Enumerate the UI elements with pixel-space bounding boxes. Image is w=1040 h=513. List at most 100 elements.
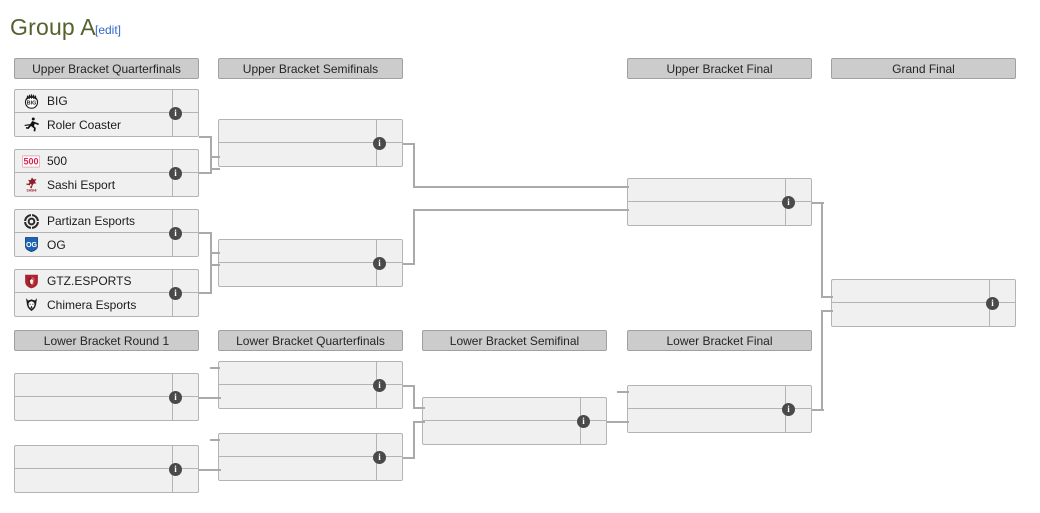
opponent-score bbox=[376, 385, 402, 408]
partizan-esports-logo bbox=[22, 212, 40, 230]
roler-coaster-logo bbox=[22, 116, 40, 134]
round-header-lbr1: Lower Bracket Round 1 bbox=[14, 330, 199, 351]
match-lbqf2[interactable]: i bbox=[218, 433, 403, 481]
connector-ubqf3-out bbox=[199, 232, 212, 234]
chimera-esports-logo bbox=[22, 296, 40, 314]
page-title: Group A bbox=[10, 14, 96, 40]
match-opponent-top[interactable] bbox=[15, 446, 198, 469]
connector-ubsf2-in-top bbox=[210, 264, 220, 266]
match-opponent-top[interactable] bbox=[628, 179, 811, 202]
match-opponent-top[interactable] bbox=[219, 240, 402, 263]
opponent-name: Chimera Esports bbox=[47, 297, 137, 312]
match-ubqf2[interactable]: 500 500 SASHI bbox=[14, 149, 199, 197]
match-lbr1b[interactable]: i bbox=[14, 445, 199, 493]
match-opponent-bottom[interactable] bbox=[219, 263, 402, 286]
connector-ubsf1-out bbox=[403, 143, 415, 145]
match-info-icon[interactable]: i bbox=[577, 415, 590, 428]
match-opponent-bottom[interactable] bbox=[219, 385, 402, 408]
connector-lbr1a-out bbox=[199, 397, 221, 399]
match-opponent-bottom[interactable]: Chimera Esports bbox=[15, 293, 198, 316]
match-info-icon[interactable]: i bbox=[169, 227, 182, 240]
connector-lbqf2-in-top bbox=[210, 439, 220, 441]
connector-lbsf-in-top bbox=[413, 407, 425, 409]
opponent-name: OG bbox=[47, 237, 66, 252]
match-opponent-top[interactable] bbox=[423, 398, 606, 421]
match-info-icon[interactable]: i bbox=[169, 287, 182, 300]
match-opponent-top[interactable] bbox=[219, 434, 402, 457]
opponent-score bbox=[376, 240, 402, 262]
big-logo: BIG bbox=[22, 92, 40, 110]
match-opponent-top[interactable]: 500 500 bbox=[15, 150, 198, 173]
opponent-score bbox=[989, 303, 1015, 326]
connector-ubsf2-out bbox=[403, 263, 415, 265]
match-info-icon[interactable]: i bbox=[373, 451, 386, 464]
opponent-score bbox=[376, 263, 402, 286]
match-ubqf3[interactable]: Partizan Esports OG OG i bbox=[14, 209, 199, 257]
match-opponent-top[interactable]: BIG BIG bbox=[15, 90, 198, 113]
opponent-score bbox=[172, 173, 198, 196]
match-opponent-top[interactable] bbox=[219, 120, 402, 143]
match-info-icon[interactable]: i bbox=[373, 137, 386, 150]
connector-lbqf2-out bbox=[403, 457, 415, 459]
match-opponent-bottom[interactable] bbox=[628, 409, 811, 432]
opponent-name-wrap: SASHI Sashi Esport bbox=[15, 176, 172, 194]
match-opponent-bottom[interactable] bbox=[219, 143, 402, 166]
match-info-icon[interactable]: i bbox=[782, 403, 795, 416]
match-opponent-top[interactable] bbox=[832, 280, 1015, 303]
opponent-name: GTZ.ESPORTS bbox=[47, 274, 132, 288]
match-opponent-bottom[interactable]: SASHI Sashi Esport bbox=[15, 173, 198, 196]
match-info-icon[interactable]: i bbox=[782, 196, 795, 209]
match-opponent-top[interactable]: GTZ.ESPORTS bbox=[15, 270, 198, 293]
match-gf[interactable]: i bbox=[831, 279, 1016, 327]
match-ubsf2[interactable]: i bbox=[218, 239, 403, 287]
connector-ubqf2-out bbox=[199, 172, 212, 174]
match-opponent-bottom[interactable]: OG OG bbox=[15, 233, 198, 256]
match-opponent-bottom[interactable] bbox=[628, 202, 811, 225]
opponent-score bbox=[580, 421, 606, 444]
connector-ubf-drop bbox=[821, 202, 823, 298]
opponent-score bbox=[172, 210, 198, 232]
match-opponent-top[interactable]: Partizan Esports bbox=[15, 210, 198, 233]
opponent-name-wrap: 500 500 bbox=[15, 152, 172, 170]
match-lbqf1[interactable]: i bbox=[218, 361, 403, 409]
match-opponent-top[interactable] bbox=[219, 362, 402, 385]
match-lbf[interactable]: i bbox=[627, 385, 812, 433]
match-info-icon[interactable]: i bbox=[169, 463, 182, 476]
edit-link[interactable]: [edit] bbox=[95, 23, 122, 37]
match-info-icon[interactable]: i bbox=[373, 379, 386, 392]
match-info-icon[interactable]: i bbox=[373, 257, 386, 270]
match-ubqf4[interactable]: GTZ.ESPORTS Chimera Esports i bbox=[14, 269, 199, 317]
match-ubf[interactable]: i bbox=[627, 178, 812, 226]
opponent-score bbox=[172, 397, 198, 420]
svg-text:BIG: BIG bbox=[26, 100, 35, 106]
match-ubsf1[interactable]: i bbox=[218, 119, 403, 167]
round-header-lbsf: Lower Bracket Semifinal bbox=[422, 330, 607, 351]
match-ubqf1[interactable]: BIG BIG Roler Coaster bbox=[14, 89, 199, 137]
connector-ubqf4-rise bbox=[210, 252, 212, 294]
connector-lbsf-in-bottom bbox=[413, 421, 425, 423]
match-info-icon[interactable]: i bbox=[986, 297, 999, 310]
match-info-icon[interactable]: i bbox=[169, 107, 182, 120]
match-opponent-bottom[interactable]: Roler Coaster bbox=[15, 113, 198, 136]
match-opponent-top[interactable] bbox=[628, 386, 811, 409]
opponent-name-wrap: OG OG bbox=[15, 236, 172, 254]
opponent-score bbox=[172, 270, 198, 292]
connector-ubqf1-drop bbox=[210, 136, 212, 170]
connector-ubsf1-drop bbox=[413, 143, 415, 188]
opponent-name: 500 bbox=[47, 154, 68, 168]
opponent-name-wrap: BIG BIG bbox=[15, 92, 172, 110]
opponent-name: BIG bbox=[47, 94, 68, 108]
match-opponent-bottom[interactable] bbox=[832, 303, 1015, 326]
opponent-score bbox=[376, 457, 402, 480]
match-opponent-bottom[interactable] bbox=[423, 421, 606, 444]
match-opponent-top[interactable] bbox=[15, 374, 198, 397]
match-opponent-bottom[interactable] bbox=[219, 457, 402, 480]
match-info-icon[interactable]: i bbox=[169, 167, 182, 180]
connector-ubqf4-out bbox=[199, 292, 212, 294]
match-opponent-bottom[interactable] bbox=[15, 397, 198, 420]
match-opponent-bottom[interactable] bbox=[15, 469, 198, 492]
match-lbsf[interactable]: i bbox=[422, 397, 607, 445]
match-info-icon[interactable]: i bbox=[169, 391, 182, 404]
match-lbr1a[interactable]: i bbox=[14, 373, 199, 421]
opponent-score bbox=[172, 150, 198, 172]
